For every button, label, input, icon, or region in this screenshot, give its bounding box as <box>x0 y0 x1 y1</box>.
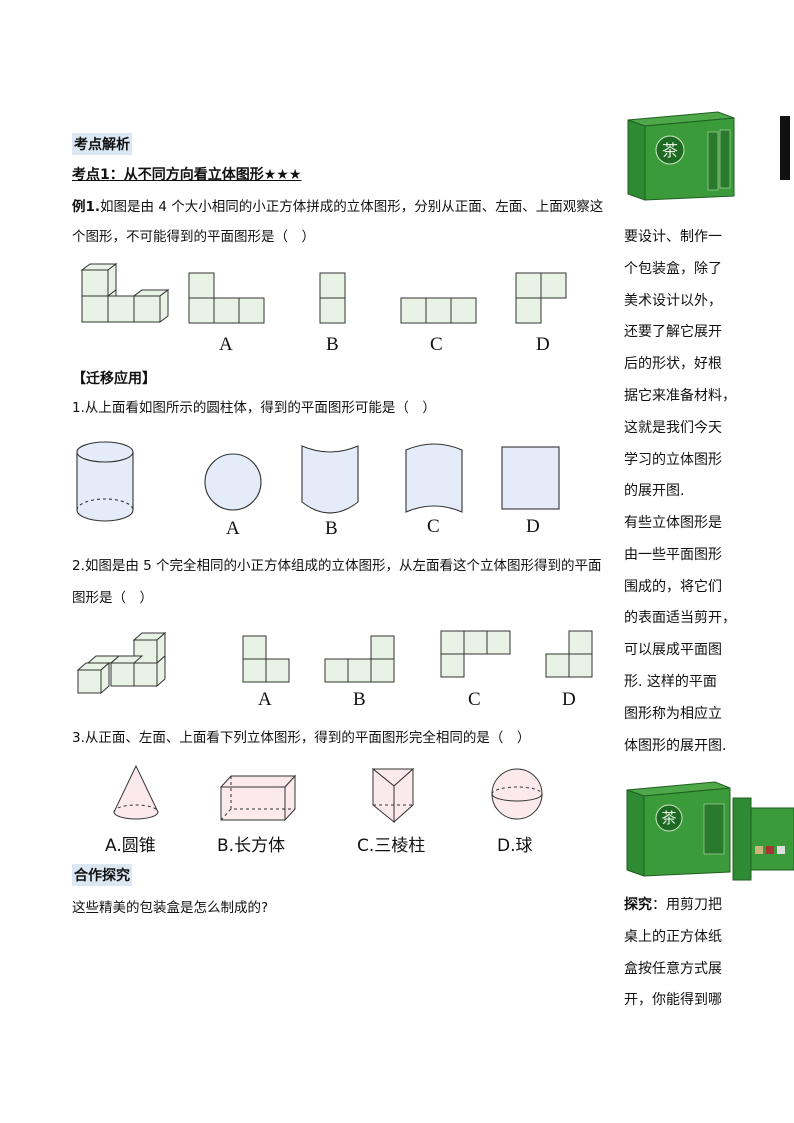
example1-option-c: C <box>430 334 443 355</box>
q1-option-c: C <box>427 516 440 537</box>
q3-prism <box>371 767 415 824</box>
q1-option-a-figure <box>204 453 262 511</box>
q1-text: 1.从上面看如图所示的圆柱体，得到的平面图形可能是（ ） <box>72 400 436 416</box>
q1-option-d: D <box>526 516 540 537</box>
q2-option-a: A <box>258 689 272 710</box>
section-title-analysis: 考点解析 <box>72 133 132 155</box>
q2-line2: 图形是（ ） <box>72 590 153 606</box>
q2-option-b-figure <box>324 635 395 683</box>
q1-option-b-figure <box>301 445 359 514</box>
q1-cylinder <box>76 441 134 522</box>
tea-box-top: 茶 <box>627 111 735 201</box>
q2-text: 2.如图是由 5 个完全相同的小正方体组成的立体图形，从左面看这个立体图形得到的… <box>72 555 622 609</box>
example1-option-c-figure <box>400 297 477 324</box>
sidebar-paragraph-1: 要设计、制作一 个包装盒，除了 美术设计以外， 还要了解它展开 后的形状，好根 … <box>624 229 736 500</box>
q3-cuboid <box>219 774 297 822</box>
edge-mark <box>780 116 790 180</box>
tea-box-logo: 茶 <box>662 141 678 160</box>
q2-line1: 2.如图是由 5 个完全相同的小正方体组成的立体图形，从左面看这个立体图形得到的… <box>72 558 602 574</box>
q3-sphere <box>491 768 543 820</box>
sidebar-explore: 探究：用剪刀把 桌上的正方体纸 盒按任意方式展 开，你能得到哪 <box>624 897 722 1009</box>
point1-title: 考点1：从不同方向看立体图形★★★ <box>72 167 302 183</box>
q1-option-c-figure <box>405 443 463 513</box>
q3-cone <box>113 764 159 820</box>
q3-option-c: C.三棱柱 <box>357 836 426 856</box>
tea-box-net <box>732 797 794 881</box>
sidebar-paragraph-2: 有些立体图形是 由一些平面图形 围成的，将它们 的表面适当剪开， 可以展成平面图… <box>624 515 736 754</box>
q1-option-b: B <box>325 518 338 539</box>
cooperation-question: 这些精美的包装盒是怎么制成的? <box>72 900 269 916</box>
q3-option-a: A.圆锥 <box>105 836 156 856</box>
example1-label: 例1. <box>72 199 101 215</box>
q3-option-b: B.长方体 <box>217 836 286 856</box>
q2-option-a-figure <box>242 635 290 683</box>
example1-option-b: B <box>326 334 339 355</box>
example1-line2: 个图形，不可能得到的平面图形是（ ） <box>72 229 315 245</box>
q2-option-c: C <box>468 689 481 710</box>
q3-option-d: D.球 <box>497 836 533 856</box>
q2-solid <box>76 631 167 695</box>
q1-option-a: A <box>226 518 240 539</box>
example1-text: 例1.如图是由 4 个大小相同的小正方体拼成的立体图形，分别从正面、左面、上面观… <box>72 196 622 248</box>
q2-option-c-figure <box>440 630 511 678</box>
example1-solid <box>80 263 170 323</box>
explore-label: 探究 <box>624 897 652 913</box>
q2-option-d: D <box>562 689 576 710</box>
section-title-cooperation: 合作探究 <box>72 864 132 886</box>
example1-option-a: A <box>219 334 233 355</box>
example1-line1: 如图是由 4 个大小相同的小正方体拼成的立体图形，分别从正面、左面、上面观察这 <box>100 199 604 215</box>
tea-box-bottom: 茶 <box>626 781 731 877</box>
q1-option-d-figure <box>501 446 560 510</box>
transfer-title: 【迁移应用】 <box>72 371 156 387</box>
svg-text:茶: 茶 <box>661 809 676 827</box>
example1-option-a-figure <box>188 272 265 324</box>
example1-option-d-figure <box>515 272 567 324</box>
q2-option-d-figure <box>545 630 593 678</box>
example1-option-b-figure <box>319 272 346 324</box>
q3-text: 3.从正面、左面、上面看下列立体图形，得到的平面图形完全相同的是（ ） <box>72 730 531 746</box>
example1-option-d: D <box>536 334 550 355</box>
q2-option-b: B <box>353 689 366 710</box>
